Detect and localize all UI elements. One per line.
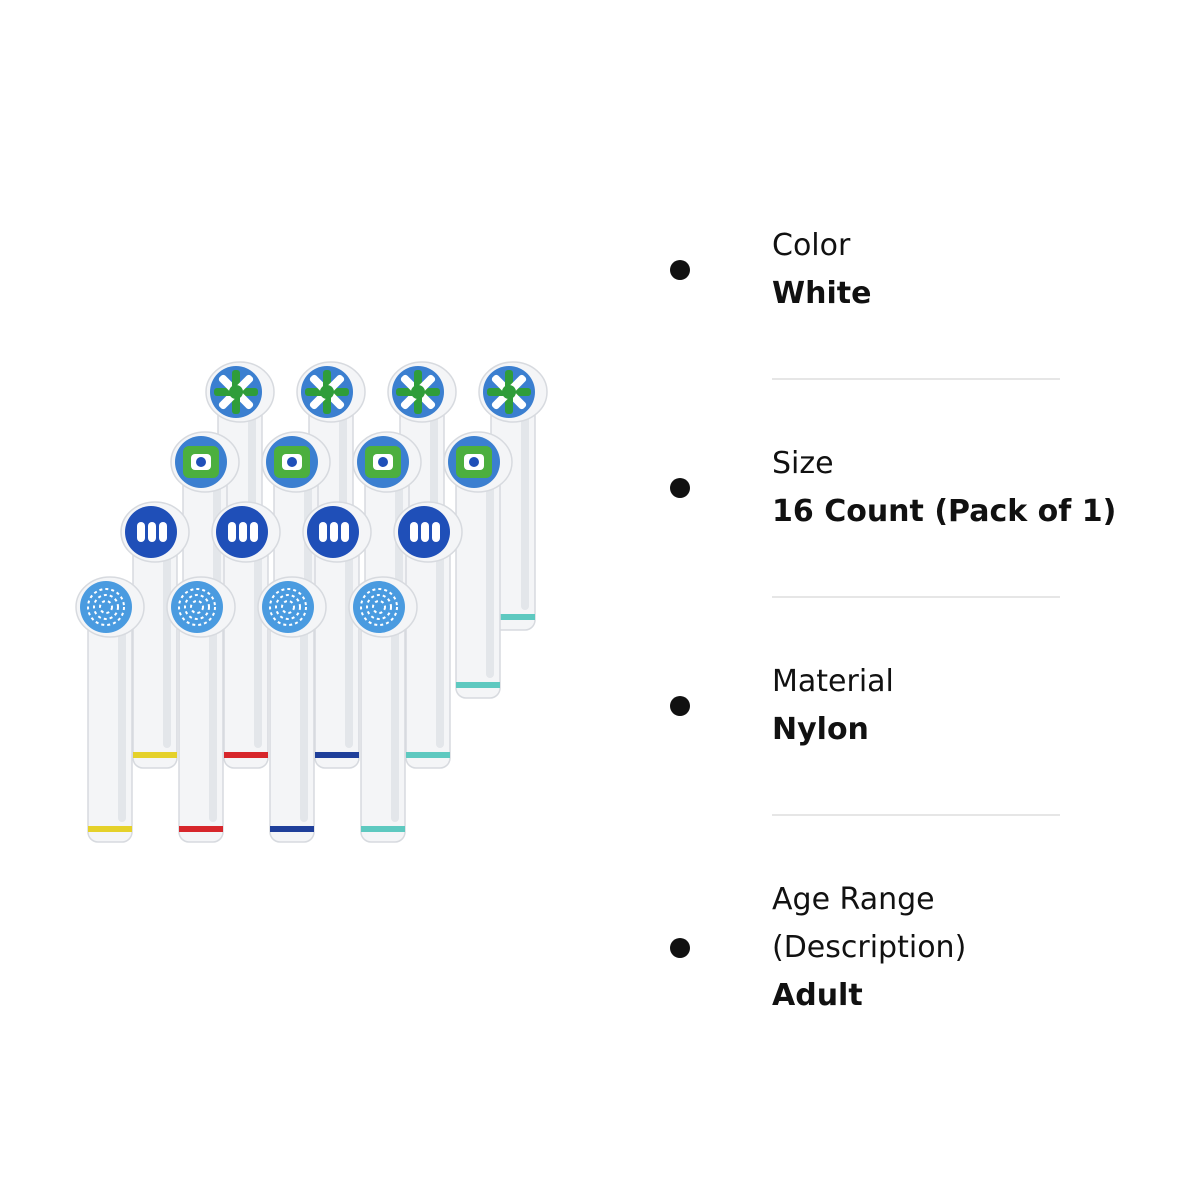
brush-head-precision-clean — [302, 501, 372, 769]
brush-head-precision-clean — [120, 501, 190, 769]
attribute-label: Age Range (Description) — [772, 882, 967, 965]
divider — [772, 378, 1060, 380]
attribute-label: Color — [772, 228, 851, 263]
divider — [772, 596, 1060, 598]
brush-head-sensitive — [257, 576, 327, 843]
brush-head-floss-action — [443, 431, 513, 699]
divider — [772, 814, 1060, 816]
attribute-value: Adult — [772, 978, 863, 1013]
brush-head-precision-clean — [393, 501, 463, 769]
attribute-age-range: Age Range (Description) Adult — [660, 876, 1160, 1020]
brush-head-sensitive — [348, 576, 418, 843]
attribute-label: Size — [772, 446, 834, 481]
attribute-value: 16 Count (Pack of 1) — [772, 494, 1117, 529]
attribute-size: Size 16 Count (Pack of 1) — [660, 440, 1160, 536]
attribute-list: Color White Size 16 Count (Pack of 1) Ma… — [660, 222, 1160, 1020]
brush-head-sensitive — [166, 576, 236, 843]
bullet-icon — [670, 260, 690, 280]
attribute-material: Material Nylon — [660, 658, 1160, 754]
bullet-icon — [670, 478, 690, 498]
attribute-value: Nylon — [772, 712, 869, 747]
bullet-icon — [670, 696, 690, 716]
bullet-icon — [670, 938, 690, 958]
attribute-value: White — [772, 276, 872, 311]
toothbrush-heads-image — [75, 361, 548, 843]
attribute-color: Color White — [660, 222, 1160, 318]
attribute-label: Material — [772, 664, 894, 699]
brush-head-sensitive — [75, 576, 145, 843]
